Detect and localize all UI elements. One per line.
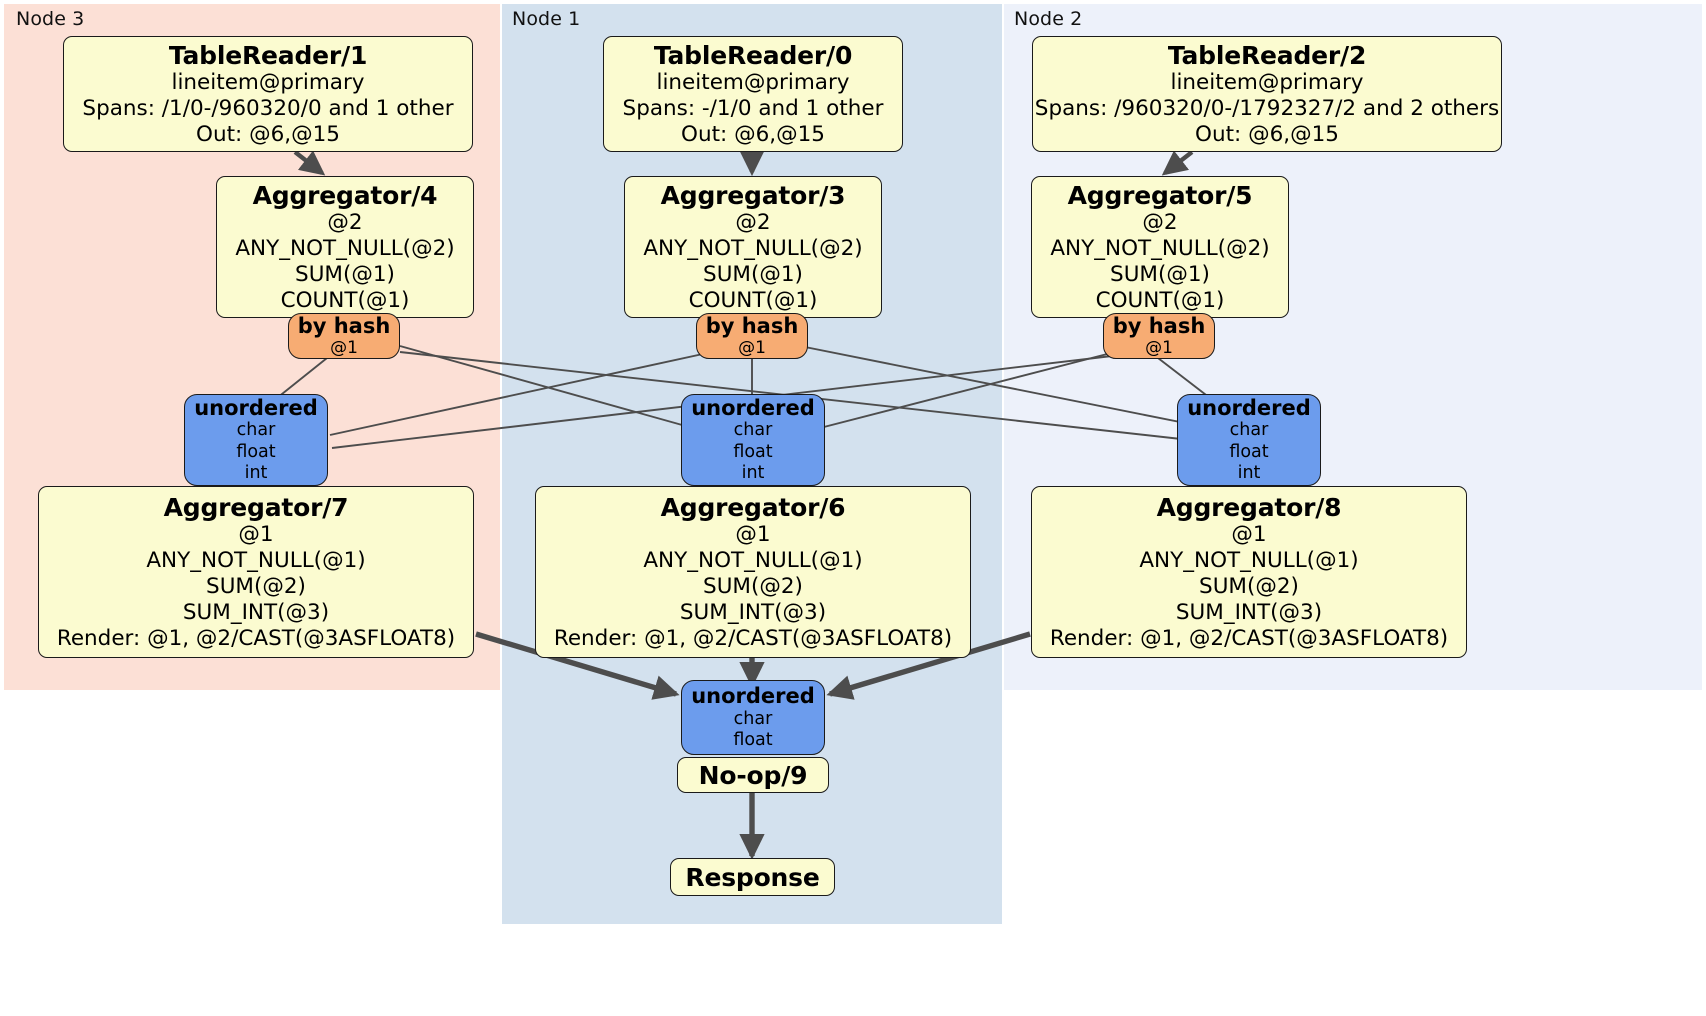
processor-table-reader-1[interactable]: TableReader/1 lineitem@primary Spans: /1…	[63, 36, 473, 152]
synchronizer-title: unordered	[1187, 395, 1311, 420]
processor-agg-3: SUM_INT(@3)	[182, 599, 330, 625]
processor-agg-1: ANY_NOT_NULL(@2)	[235, 235, 455, 261]
input-synchronizer-unordered-6[interactable]: unordered char float int	[681, 394, 825, 486]
router-hash-column: @1	[738, 337, 766, 358]
processor-agg-3: COUNT(@1)	[1095, 287, 1225, 313]
router-title: by hash	[1112, 313, 1206, 338]
processor-title: Aggregator/7	[163, 492, 349, 522]
processor-title: TableReader/1	[168, 40, 368, 70]
processor-render: Render: @1, @2/CAST(@3ASFLOAT8)	[56, 625, 456, 651]
processor-agg-3: SUM_INT(@3)	[1175, 599, 1323, 625]
processor-out: Out: @6,@15	[1195, 121, 1339, 147]
node-label-node3: Node 3	[16, 8, 85, 30]
processor-title: TableReader/2	[1167, 40, 1367, 70]
router-title: by hash	[297, 313, 391, 338]
processor-table: lineitem@primary	[1170, 69, 1364, 95]
processor-agg-1: ANY_NOT_NULL(@1)	[643, 547, 863, 573]
processor-out: Out: @6,@15	[681, 121, 825, 147]
processor-group-cols: @2	[327, 209, 363, 235]
column-type-2: float	[733, 729, 773, 750]
processor-agg-2: SUM(@2)	[1199, 573, 1299, 599]
synchronizer-title: unordered	[194, 395, 318, 420]
processor-agg-3: COUNT(@1)	[688, 287, 818, 313]
processor-aggregator-3[interactable]: Aggregator/3 @2 ANY_NOT_NULL(@2) SUM(@1)…	[624, 176, 882, 318]
processor-agg-1: ANY_NOT_NULL(@1)	[1139, 547, 1359, 573]
processor-aggregator-4[interactable]: Aggregator/4 @2 ANY_NOT_NULL(@2) SUM(@1)…	[216, 176, 474, 318]
processor-agg-2: SUM(@2)	[703, 573, 803, 599]
processor-agg-1: ANY_NOT_NULL(@2)	[643, 235, 863, 261]
column-type-3: int	[244, 463, 268, 484]
processor-title: Aggregator/4	[252, 180, 438, 210]
input-synchronizer-unordered-7[interactable]: unordered char float int	[184, 394, 328, 486]
column-type-1: char	[236, 420, 276, 441]
router-hash-column: @1	[330, 337, 358, 358]
output-router-by-hash-5[interactable]: by hash @1	[1103, 313, 1215, 359]
processor-agg-2: SUM(@1)	[703, 261, 803, 287]
response-title: Response	[685, 862, 820, 892]
processor-aggregator-5[interactable]: Aggregator/5 @2 ANY_NOT_NULL(@2) SUM(@1)…	[1031, 176, 1289, 318]
processor-table: lineitem@primary	[171, 69, 365, 95]
processor-table-reader-2[interactable]: TableReader/2 lineitem@primary Spans: /9…	[1032, 36, 1502, 152]
processor-render: Render: @1, @2/CAST(@3ASFLOAT8)	[553, 625, 953, 651]
processor-table-reader-0[interactable]: TableReader/0 lineitem@primary Spans: -/…	[603, 36, 903, 152]
processor-agg-1: ANY_NOT_NULL(@2)	[1050, 235, 1270, 261]
column-type-3: int	[741, 463, 765, 484]
output-router-by-hash-4[interactable]: by hash @1	[288, 313, 400, 359]
processor-group-cols: @2	[735, 209, 771, 235]
column-type-2: float	[733, 441, 773, 462]
input-synchronizer-unordered-8[interactable]: unordered char float int	[1177, 394, 1321, 486]
processor-title: Aggregator/6	[660, 492, 846, 522]
processor-title: Aggregator/8	[1156, 492, 1342, 522]
column-type-1: char	[733, 708, 773, 729]
processor-aggregator-7[interactable]: Aggregator/7 @1 ANY_NOT_NULL(@1) SUM(@2)…	[38, 486, 474, 658]
processor-agg-2: SUM(@2)	[206, 573, 306, 599]
processor-group-cols: @1	[1231, 521, 1267, 547]
synchronizer-title: unordered	[691, 683, 815, 708]
processor-title: TableReader/0	[653, 40, 853, 70]
processor-agg-1: ANY_NOT_NULL(@1)	[146, 547, 366, 573]
processor-no-op-9[interactable]: No-op/9	[677, 757, 829, 793]
processor-group-cols: @1	[735, 521, 771, 547]
router-title: by hash	[705, 313, 799, 338]
processor-spans: Spans: /960320/0-/1792327/2 and 2 others	[1034, 95, 1500, 121]
processor-spans: Spans: -/1/0 and 1 other	[622, 95, 884, 121]
processor-aggregator-8[interactable]: Aggregator/8 @1 ANY_NOT_NULL(@1) SUM(@2)…	[1031, 486, 1467, 658]
processor-render: Render: @1, @2/CAST(@3ASFLOAT8)	[1049, 625, 1449, 651]
processor-table: lineitem@primary	[656, 69, 850, 95]
processor-group-cols: @1	[238, 521, 274, 547]
input-synchronizer-unordered-final[interactable]: unordered char float	[681, 680, 825, 755]
processor-aggregator-6[interactable]: Aggregator/6 @1 ANY_NOT_NULL(@1) SUM(@2)…	[535, 486, 971, 658]
column-type-1: char	[1229, 420, 1269, 441]
processor-title: No-op/9	[698, 760, 808, 790]
column-type-2: float	[1229, 441, 1269, 462]
processor-title: Aggregator/5	[1067, 180, 1253, 210]
processor-agg-3: COUNT(@1)	[280, 287, 410, 313]
response-node[interactable]: Response	[670, 858, 835, 896]
column-type-1: char	[733, 420, 773, 441]
processor-agg-2: SUM(@1)	[295, 261, 395, 287]
router-hash-column: @1	[1145, 337, 1173, 358]
column-type-2: float	[236, 441, 276, 462]
node-label-node1: Node 1	[512, 8, 581, 30]
processor-group-cols: @2	[1142, 209, 1178, 235]
column-type-3: int	[1237, 463, 1261, 484]
node-label-node2: Node 2	[1014, 8, 1083, 30]
processor-agg-3: SUM_INT(@3)	[679, 599, 827, 625]
processor-agg-2: SUM(@1)	[1110, 261, 1210, 287]
output-router-by-hash-3[interactable]: by hash @1	[696, 313, 808, 359]
synchronizer-title: unordered	[691, 395, 815, 420]
processor-out: Out: @6,@15	[196, 121, 340, 147]
processor-title: Aggregator/3	[660, 180, 846, 210]
processor-spans: Spans: /1/0-/960320/0 and 1 other	[82, 95, 454, 121]
